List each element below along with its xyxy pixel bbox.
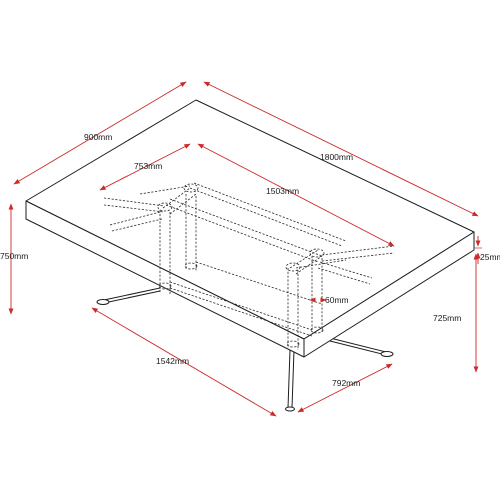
dim-frame-depth [99,143,191,191]
dim-frame-length [197,143,395,247]
label-overall-height: 750mm [0,251,28,261]
label-frame-depth: 753mm [134,161,162,171]
label-top-thickness: 25mm [480,252,500,262]
label-base-length: 1542mm [156,356,189,366]
label-post-width: 60mm [325,295,349,305]
label-underside-height: 725mm [433,313,461,323]
label-top-depth: 900mm [84,132,112,142]
dim-top-depth [13,81,187,185]
label-frame-length: 1503mm [266,186,299,196]
base-feet [96,287,394,412]
dim-base-length [91,307,277,417]
label-top-length: 1800mm [320,152,353,162]
dimension-lines [8,81,482,417]
label-base-depth: 792mm [332,378,360,388]
dim-base-depth [297,363,393,413]
dimension-labels: 900mm 1800mm 753mm 1503mm 750mm 25mm 725… [0,132,500,388]
